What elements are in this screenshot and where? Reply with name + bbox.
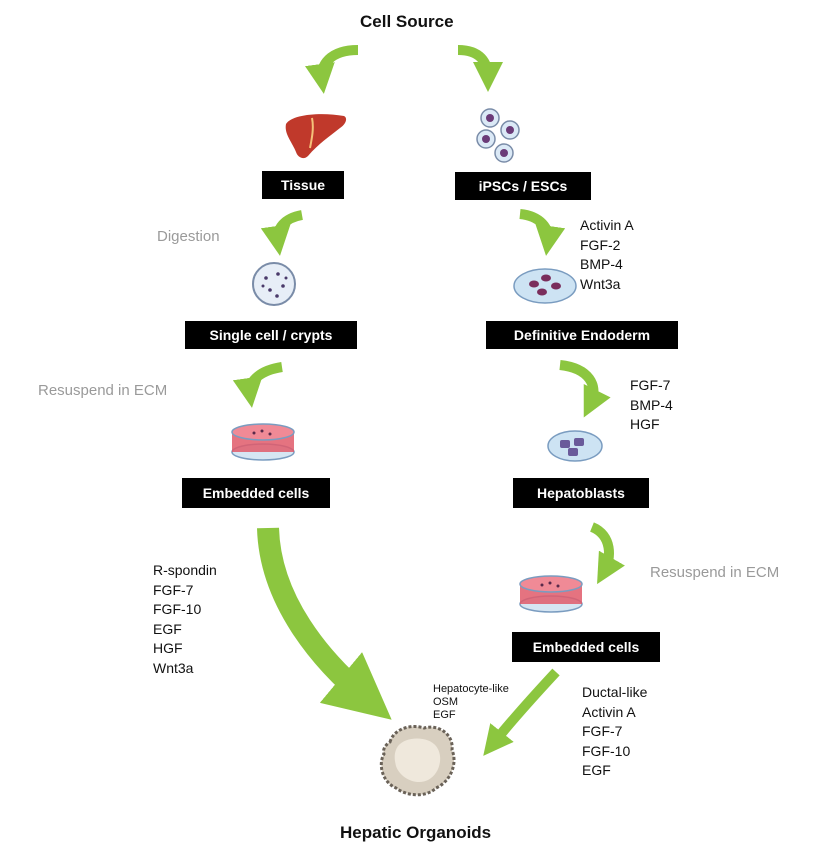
hepatoblast-factors: FGF-7 BMP-4 HGF	[630, 376, 673, 435]
endoderm-factors: Activin A FGF-2 BMP-4 Wnt3a	[580, 216, 634, 294]
arrow-left-to-organoid	[257, 527, 392, 720]
factor-item: Wnt3a	[153, 659, 194, 676]
single-cell-label: Single cell / crypts	[185, 321, 357, 349]
factor-item: EGF	[433, 709, 456, 721]
petri-dish-icon	[252, 262, 296, 306]
hepatic-organoids-title: Hepatic Organoids	[340, 823, 492, 842]
ductal-factors: Ductal-like Activin A FGF-7 FGF-10 EGF	[582, 683, 647, 781]
factor-item: Activin A	[580, 217, 634, 233]
factor-item: EGF	[153, 620, 182, 637]
factor-item: FGF-10	[153, 601, 202, 617]
factor-item: HGF	[630, 416, 660, 432]
ecm-dish-icon	[231, 423, 295, 461]
hepatoblast-dish-icon	[547, 430, 603, 462]
embedded-cells-right-label: Embedded cells	[512, 632, 660, 662]
arrow-right-to-organoid	[483, 668, 560, 756]
factor-item: FGF-7	[582, 723, 623, 739]
factor-item: Wnt3a	[580, 275, 621, 292]
organoid-icon	[379, 725, 456, 797]
definitive-endoderm-label: Definitive Endoderm	[486, 321, 678, 349]
resuspend-note-left: Resuspend in ECM	[38, 382, 168, 399]
arrow-to-hepatoblasts	[559, 360, 611, 418]
resuspend-note-right: Resuspend in ECM	[650, 564, 780, 581]
factor-item: Activin A	[582, 703, 636, 720]
arrow-resuspend-right	[589, 522, 625, 585]
cell-source-title: Cell Source	[360, 12, 454, 31]
factor-item: FGF-2	[580, 236, 621, 253]
ecm-dish-icon	[519, 575, 583, 613]
arrow-digestion	[260, 210, 304, 256]
arrow-to-endoderm	[519, 209, 566, 256]
arrow-to-ipscs	[457, 45, 503, 92]
hepatocyte-factors: Hepatocyte-like OSM EGF	[433, 683, 509, 722]
arrow-to-tissue	[305, 45, 359, 94]
factor-item: FGF-7	[153, 581, 194, 598]
arrow-resuspend-left	[232, 362, 283, 408]
factor-item: HGF	[153, 640, 183, 656]
factor-item: BMP-4	[580, 256, 623, 272]
factor-item: EGF	[582, 762, 611, 778]
left-organoid-factors: R-spondin FGF-7 FGF-10 EGF HGF Wnt3a	[153, 561, 217, 678]
factor-item: Ductal-like	[582, 684, 648, 700]
liver-icon	[285, 114, 347, 159]
digestion-note: Digestion	[157, 228, 220, 245]
factor-item: R-spondin	[153, 562, 217, 578]
ipscs-label: iPSCs / ESCs	[455, 172, 591, 200]
endoderm-dish-icon	[513, 268, 577, 304]
stem-cells-icon	[476, 108, 520, 163]
hepatoblasts-label: Hepatoblasts	[513, 478, 649, 508]
factor-item: Hepatocyte-like	[433, 683, 509, 695]
factor-item: OSM	[433, 696, 459, 708]
factor-item: BMP-4	[630, 396, 673, 413]
tissue-label: Tissue	[262, 171, 344, 199]
factor-item: FGF-10	[582, 742, 631, 759]
embedded-cells-left-label: Embedded cells	[182, 478, 330, 508]
factor-item: FGF-7	[630, 377, 671, 393]
